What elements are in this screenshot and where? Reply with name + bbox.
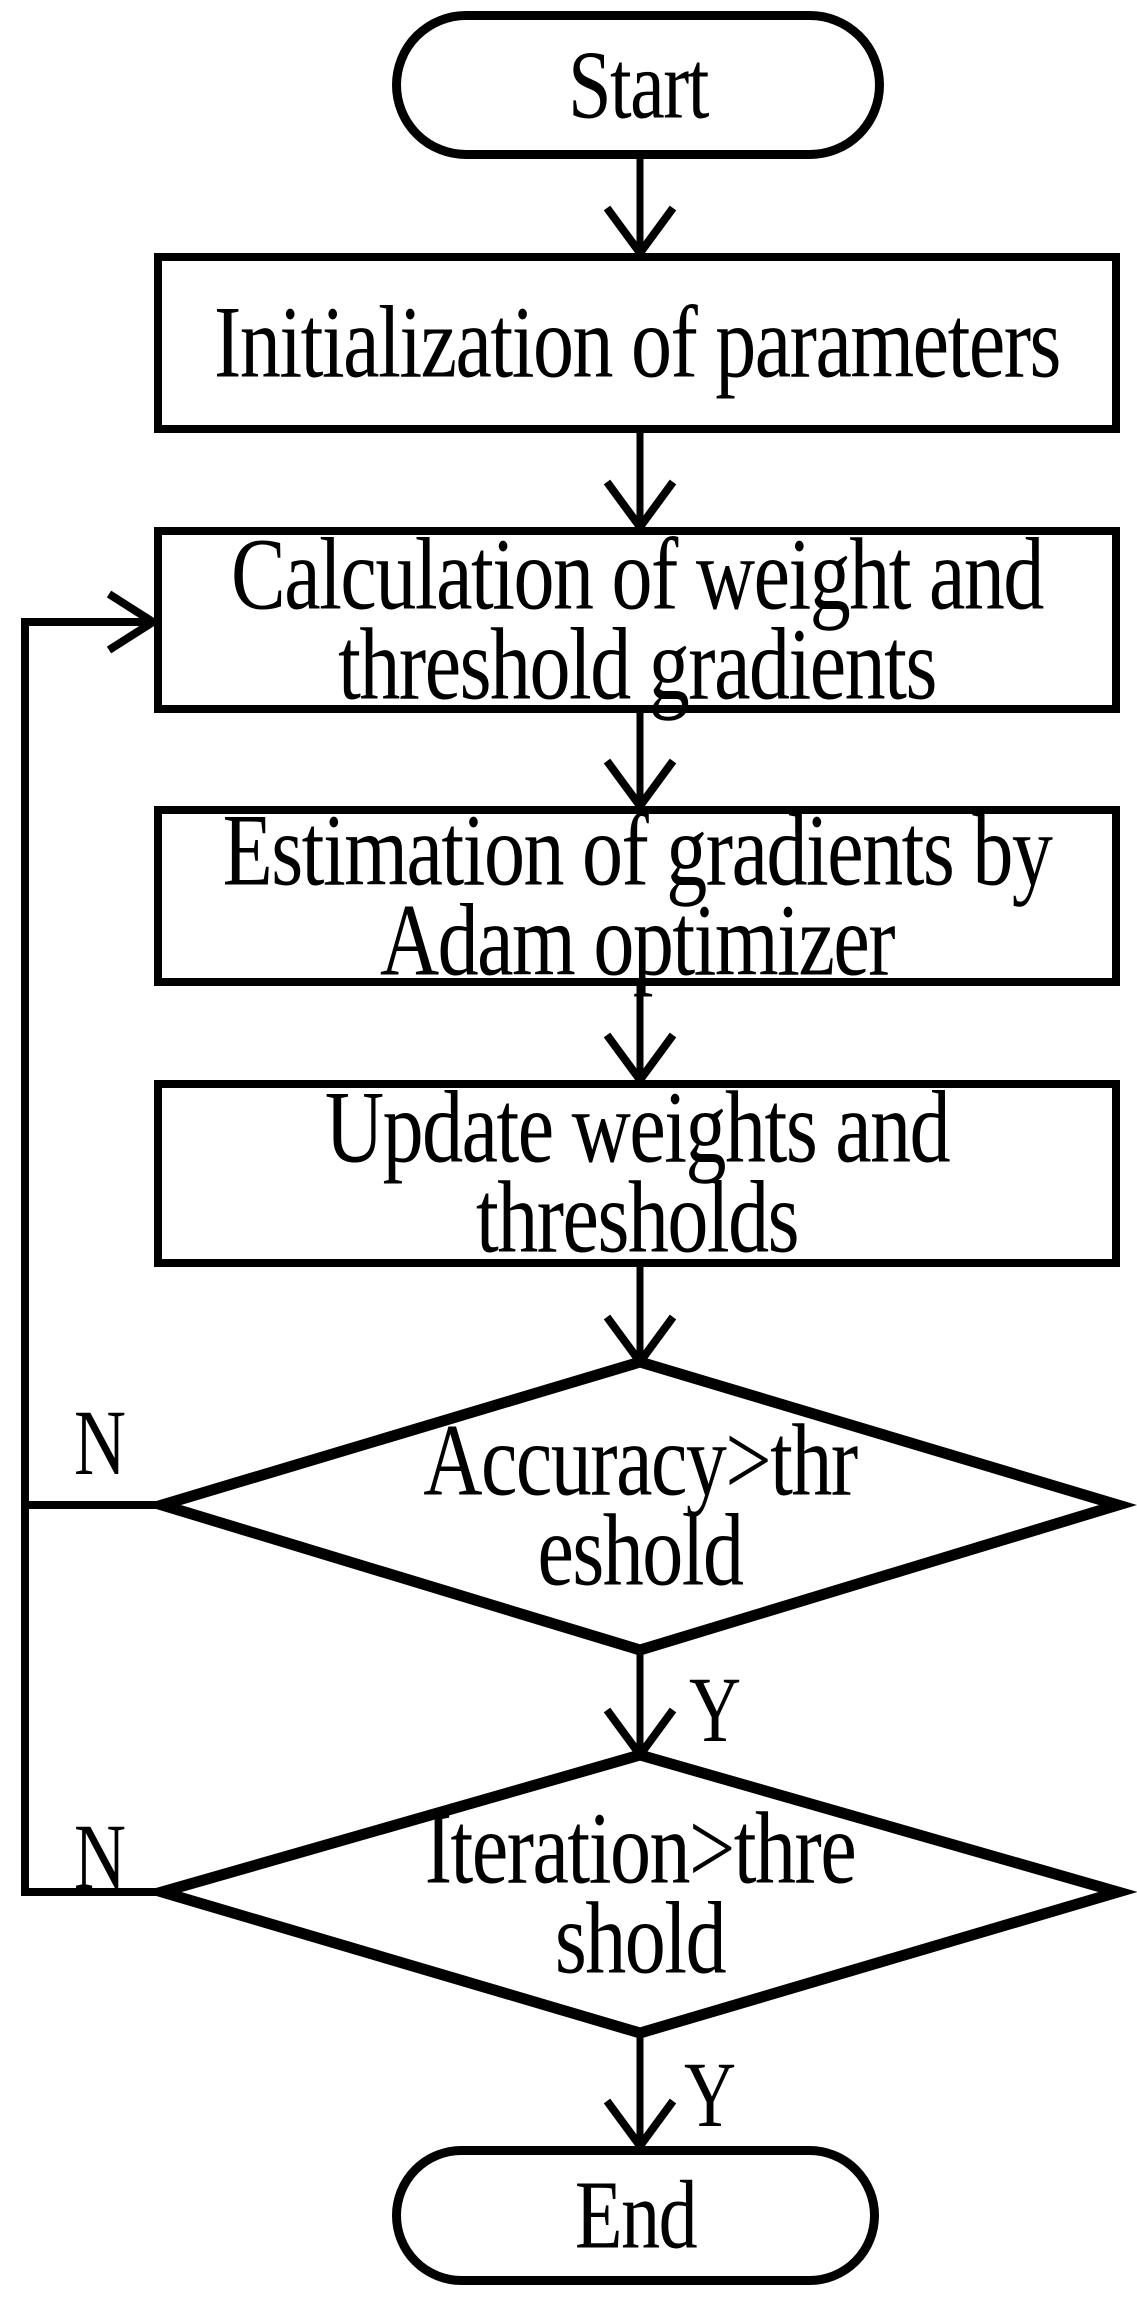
node-end: End xyxy=(392,2146,879,2285)
decision-iteration-shape xyxy=(142,1749,1137,2039)
node-calculation-label: Calculation of weight and threshold grad… xyxy=(231,517,1044,722)
branch-label-iteration-yes: Y xyxy=(684,2043,736,2147)
node-estimation-label: Estimation of gradients by Adam optimize… xyxy=(222,793,1053,998)
branch-label-accuracy-yes: Y xyxy=(689,1658,741,1762)
node-estimation: Estimation of gradients by Adam optimize… xyxy=(154,793,1120,998)
decision-accuracy-label: Accuracy>thr eshold xyxy=(423,1403,858,1608)
node-update: Update weights and thresholds xyxy=(154,1070,1120,1275)
node-start: Start xyxy=(392,11,884,159)
node-end-label: End xyxy=(574,2160,698,2269)
decision-iteration: Iteration>thre shold xyxy=(340,1772,940,2016)
feedback-loop-line xyxy=(21,618,162,1896)
decision-iteration-label: Iteration>thre shold xyxy=(424,1791,857,1996)
node-start-label: Start xyxy=(568,29,709,139)
node-update-label: Update weights and thresholds xyxy=(324,1070,951,1275)
decision-accuracy-shape xyxy=(142,1356,1137,1656)
branch-label-accuracy-no: N xyxy=(74,1391,126,1495)
node-initialization: Initialization of parameters xyxy=(154,253,1120,433)
decision-accuracy: Accuracy>thr eshold xyxy=(340,1384,940,1628)
feedback-arrowhead-icon xyxy=(106,590,161,654)
node-initialization-label: Initialization of parameters xyxy=(214,285,1061,400)
branch-label-iteration-no: N xyxy=(74,1805,126,1909)
node-calculation: Calculation of weight and threshold grad… xyxy=(154,517,1120,722)
